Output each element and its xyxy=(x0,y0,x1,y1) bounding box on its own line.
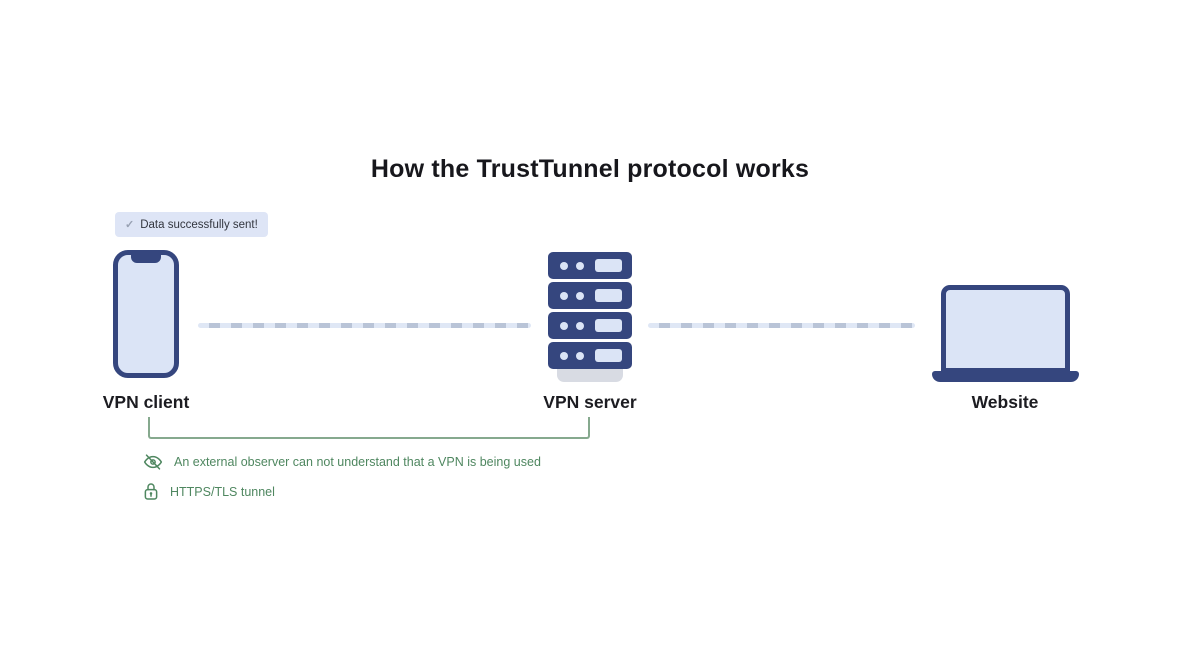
server-icon xyxy=(548,252,632,382)
node-label-vpn-server: VPN server xyxy=(543,392,637,412)
connection-line-client-server xyxy=(198,323,531,328)
check-icon: ✓ xyxy=(125,219,135,231)
node-label-vpn-client: VPN client xyxy=(102,392,190,412)
server-unit xyxy=(548,252,632,279)
laptop-icon xyxy=(932,285,1079,382)
laptop-screen xyxy=(941,285,1070,373)
laptop-base xyxy=(932,371,1079,382)
eye-off-icon xyxy=(143,454,163,470)
annotation-observer-text: An external observer can not understand … xyxy=(174,455,541,469)
annotation-tunnel-text: HTTPS/TLS tunnel xyxy=(170,484,275,499)
annotation-observer: An external observer can not understand … xyxy=(142,452,541,472)
lock-icon xyxy=(144,483,158,500)
status-tooltip: ✓ Data successfully sent! xyxy=(115,212,268,237)
server-unit xyxy=(548,312,632,339)
annotation-tunnel: HTTPS/TLS tunnel xyxy=(142,481,275,502)
node-label-website: Website xyxy=(971,392,1039,412)
tunnel-span-bracket xyxy=(148,417,590,439)
server-unit xyxy=(548,282,632,309)
server-unit xyxy=(548,342,632,369)
smartphone-icon xyxy=(113,250,179,378)
page-title: How the TrustTunnel protocol works xyxy=(370,155,810,183)
smartphone-notch xyxy=(131,254,161,263)
connection-line-server-website xyxy=(648,323,915,328)
status-tooltip-text: Data successfully sent! xyxy=(140,218,258,231)
